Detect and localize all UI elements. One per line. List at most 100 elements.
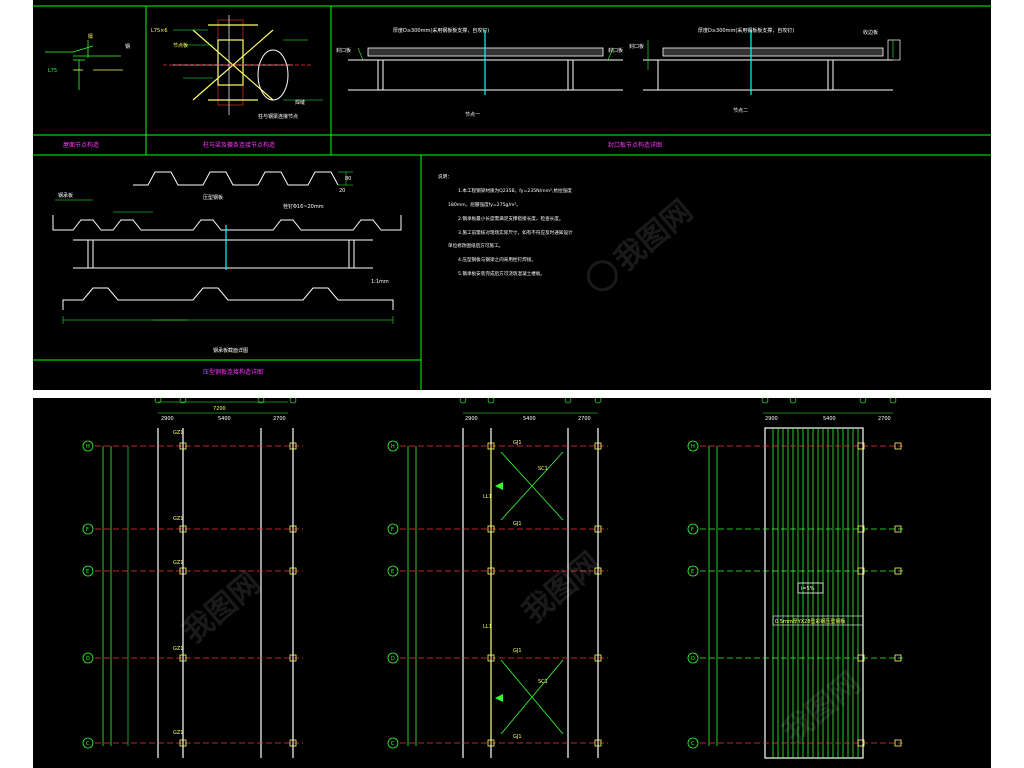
svg-text:我图网: 我图网	[516, 546, 607, 631]
plan-1-beam-layout: 7200 2900 5400 2700 GZ1 GZ1 GZ1 GZ1 GZ1	[102, 401, 294, 758]
plan2-col-label: LL1	[483, 494, 492, 500]
axis-bubble-label: H	[691, 444, 695, 450]
column-beam-node-detail: L75×6 节点板 焊缝 柱与钢梁连接节点	[151, 15, 323, 120]
note-line: 180mm，屈服强度fy=275g/m²。	[448, 201, 521, 208]
column-marker	[179, 567, 187, 575]
plan1-dim-total: 7200	[213, 406, 226, 412]
axis-bubble	[387, 652, 399, 664]
axis-bubble-label: E	[691, 569, 694, 575]
frame-lines	[33, 5, 991, 390]
column-marker	[894, 739, 902, 747]
column-marker	[289, 525, 297, 533]
dim-80: 80	[345, 176, 351, 182]
plan2-beam-label: GJ1	[513, 440, 522, 446]
column-marker	[487, 739, 495, 747]
column-marker	[857, 567, 865, 575]
column-marker	[594, 739, 602, 747]
column-marker	[594, 654, 602, 662]
axis-bubble	[82, 652, 94, 664]
axis-bubble-label: D	[691, 656, 695, 662]
column-axis-bubble	[487, 398, 495, 404]
roof-node-detail: L75 钢 檩	[45, 33, 130, 90]
design-notes: 说明： 1.本工程钢梁材质为Q235B，fy=235N/mm²,抗拉强度 180…	[438, 173, 573, 277]
axis-bubble	[82, 737, 94, 749]
column-axis-bubble	[859, 398, 867, 404]
plan2-beam-label: GJ1	[513, 521, 522, 527]
column-marker	[487, 525, 495, 533]
svg-text:我图网: 我图网	[776, 666, 867, 751]
svg-text:L75: L75	[48, 68, 57, 74]
column-marker	[857, 525, 865, 533]
panel3-title: 封口板节点构造详图	[608, 141, 662, 149]
dim-20: 20	[339, 188, 345, 194]
column-marker	[487, 654, 495, 662]
plan2-beam-label: GJ1	[513, 734, 522, 740]
deck-plate-detail: 80 20 压型钢板 钢承板 栓钉Φ16~20mm 1:1mm 钢承板截面详图 …	[52, 171, 402, 376]
column-marker	[289, 739, 297, 747]
plan2-dim-b: 5400	[523, 416, 536, 422]
note-line: 5.钢承板安装完成后方可浇筑混凝土楼板。	[458, 270, 545, 277]
column-axis-bubble	[289, 398, 297, 404]
plan2-col-label: LL1	[483, 624, 492, 630]
note-line: 2.钢承板最小长度需满足支撑搭接长度，检查长度。	[458, 215, 563, 222]
note-line: 4.压型钢板与钢梁之间采用栓钉焊接。	[458, 256, 536, 263]
column-marker	[179, 525, 187, 533]
column-marker	[894, 567, 902, 575]
note-line: 3.施工前需核对现场实际尺寸，如有不符应及时通知设计	[458, 229, 573, 236]
closure-label-3: 封口板	[629, 43, 644, 50]
bottom-drawing-sheet: 7200 2900 5400 2700 GZ1 GZ1 GZ1 GZ1 GZ1 …	[33, 398, 991, 768]
plan3-dim-b: 5400	[823, 416, 836, 422]
axis-bubble-label: F	[86, 527, 89, 533]
fill-right-label: 厚度D≥300mm(采用钢板板支撑，自攻钉)	[698, 27, 794, 34]
section-2-label: 节点二	[733, 108, 748, 114]
plan1-dim-b: 5400	[218, 416, 231, 422]
axis-bubble-label: E	[391, 569, 394, 575]
axis-bubble-label: C	[391, 741, 395, 747]
bolt-label: L75×6	[151, 28, 168, 34]
column-axis-bubble	[761, 398, 769, 404]
flashing-label: 收边板	[863, 29, 878, 36]
watermark: 我图网	[516, 546, 607, 631]
watermark: 我图网	[176, 566, 267, 651]
plan2-dim-a: 2900	[465, 416, 478, 422]
axis-bubble-label: D	[391, 656, 395, 662]
watermark: 我图网	[776, 666, 867, 751]
closure-label-2: 封口板	[608, 47, 623, 54]
column-axis-bubble	[459, 398, 467, 404]
column-marker	[894, 442, 902, 450]
plan2-brace-label: SC1	[538, 679, 548, 685]
panel1-title: 屋面节点构造	[63, 141, 99, 149]
column-axis-bubble	[789, 398, 797, 404]
column-marker	[857, 739, 865, 747]
panel2-title: 柱与梁及檩条连接节点构造	[203, 141, 275, 149]
axis-bubble-label: H	[391, 444, 395, 450]
column-axis-bubble	[594, 398, 602, 404]
note-line: 1.本工程钢梁材质为Q235B，fy=235N/mm²,抗拉强度	[458, 187, 572, 194]
plan1-beam-label: GZ1	[173, 730, 183, 736]
axis-bubble	[687, 440, 699, 452]
column-marker	[179, 739, 187, 747]
axis-bubble	[82, 523, 94, 535]
axis-bubble	[387, 523, 399, 535]
stud-label: 栓钉Φ16~20mm	[283, 203, 324, 210]
plan1-beam-label: GZ1	[173, 646, 183, 652]
plan1-beam-label: GZ1	[173, 560, 183, 566]
column-marker	[894, 654, 902, 662]
column-axis-bubble	[179, 398, 187, 404]
axis-bubble-label: H	[86, 444, 90, 450]
column-marker	[487, 442, 495, 450]
svg-text:我图网: 我图网	[608, 194, 699, 279]
slope-label: i=5%	[801, 586, 815, 592]
weld-label: 焊缝	[295, 99, 305, 106]
plan3-dim-a: 2900	[765, 416, 778, 422]
column-marker	[894, 525, 902, 533]
svg-text:檩: 檩	[88, 33, 93, 40]
axis-bubble	[387, 565, 399, 577]
top-drawing-canvas: L75 钢 檩 L75×6 节点板 焊缝 柱与钢梁连接节点	[33, 5, 991, 390]
closure-label-1: 封口板	[336, 47, 351, 54]
plan-2-bracing-layout: 2900 5400 2700 GJ1 GJ1 GJ1 GJ1 SC1 SC1 L…	[407, 412, 599, 758]
plan2-beam-label: GJ1	[513, 648, 522, 654]
column-axis-bubble	[889, 398, 897, 404]
column-note-label: 柱与钢梁连接节点	[258, 113, 298, 120]
